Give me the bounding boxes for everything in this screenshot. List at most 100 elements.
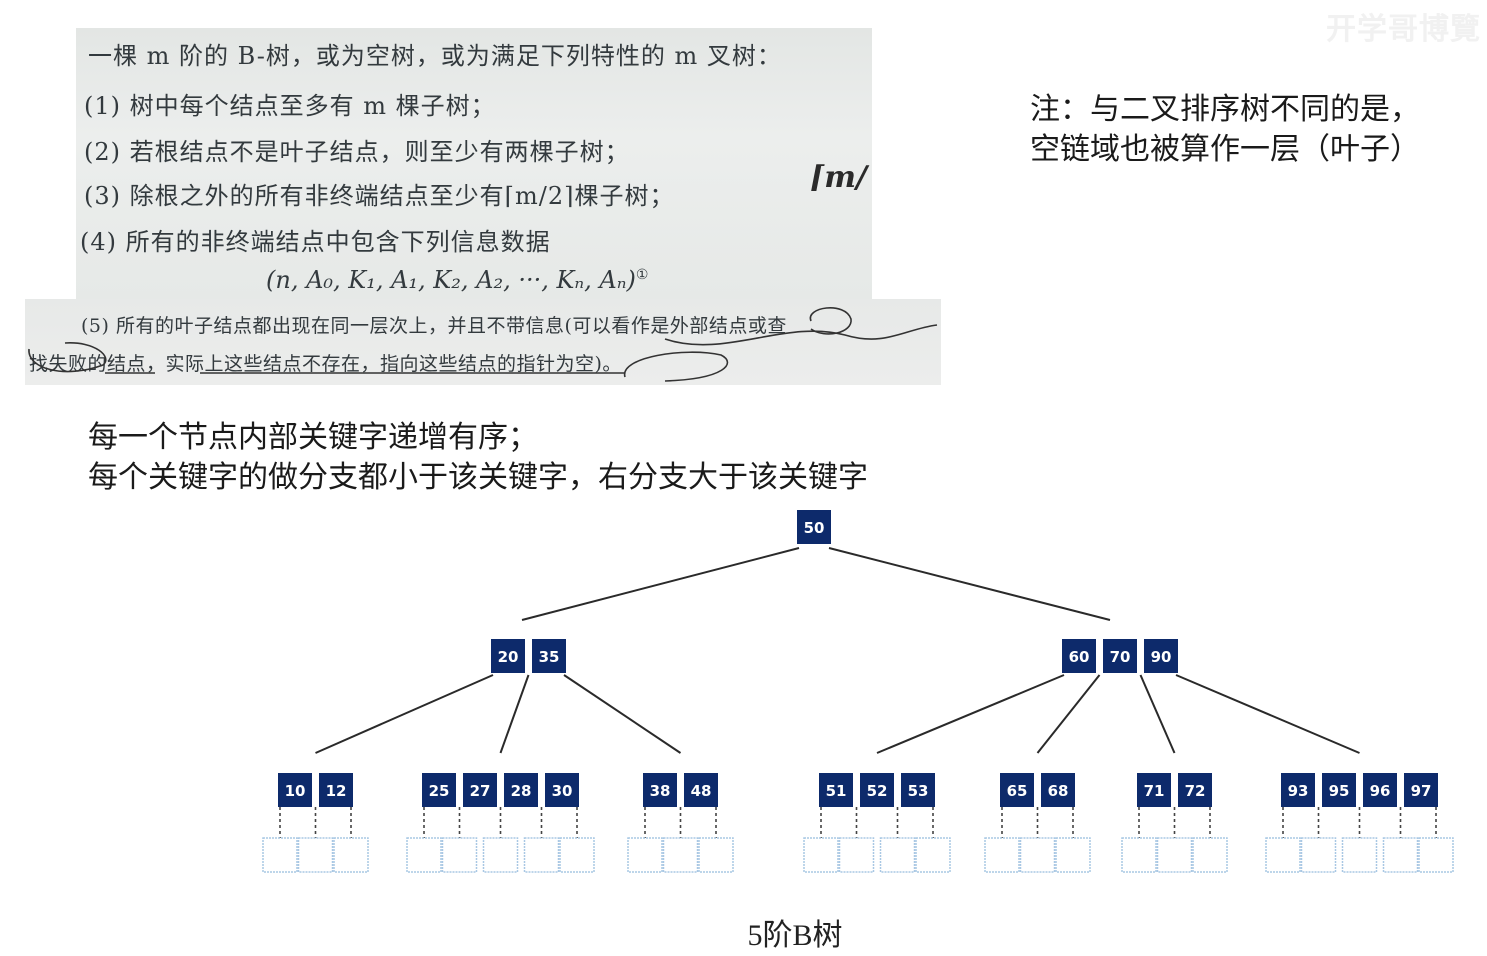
root-key-box [797, 510, 831, 544]
note-right-line1: 注：与二叉排序树不同的是， [1030, 92, 1420, 127]
handwritten-annotation: ⌈m/ [810, 160, 867, 195]
leaf-key-box [819, 773, 853, 807]
internal-key-box [532, 639, 566, 673]
empty-leaf-node [406, 837, 442, 873]
empty-leaf-node [627, 837, 663, 873]
empty-leaf-node [523, 837, 560, 873]
leaf-key: 93 [1288, 782, 1309, 800]
book-formula: (n, A₀, K₁, A₁, K₂, A₂, ···, Kₙ, Aₙ)① [266, 266, 648, 294]
diagram-caption: 5阶B树 [747, 919, 843, 952]
note-left-line1: 每一个节点内部关键字递增有序； [88, 420, 538, 455]
leaf-key-box [1404, 773, 1438, 807]
root-key: 50 [804, 519, 825, 537]
empty-leaf-node [262, 837, 298, 873]
empty-leaf-node [915, 837, 951, 873]
note-right-line2: 空链域也被算作一层（叶子） [1030, 132, 1420, 167]
leaf-key-box [860, 773, 894, 807]
leaf-key: 25 [429, 782, 450, 800]
empty-leaf-node [333, 837, 369, 873]
book-item-5-line1: (5) 所有的叶子结点都出现在同一层次上，并且不带信息(可以看作是外部结点或查 [81, 315, 787, 337]
leaf-key: 52 [867, 782, 888, 800]
tree-edge [1139, 674, 1176, 754]
leaf-key-box [1322, 773, 1356, 807]
internal-key: 20 [498, 648, 519, 666]
leaf-key: 28 [511, 782, 532, 800]
note-left-line2: 每个关键字的做分支都小于该关键字，右分支大于该关键字 [88, 460, 868, 495]
textbook-excerpt-bottom: (5) 所有的叶子结点都出现在同一层次上，并且不带信息(可以看作是外部结点或查 … [25, 299, 941, 385]
empty-leaf-node [1265, 837, 1301, 873]
leaf-key-box [684, 773, 718, 807]
note-right: 注：与二叉排序树不同的是， 空链域也被算作一层（叶子） [1030, 90, 1420, 170]
tree-edge [499, 674, 530, 754]
leaf-key-box [1281, 773, 1315, 807]
internal-key-box [491, 639, 525, 673]
leaf-key: 10 [285, 782, 306, 800]
leaf-key-box [278, 773, 312, 807]
empty-leaf-node [1382, 837, 1419, 873]
leaf-key: 65 [1007, 782, 1028, 800]
tree-edge [315, 674, 494, 754]
book-item-3: (3) 除根之外的所有非终端结点至少有⌈m/2⌉棵子树； [84, 182, 675, 210]
book-item-4: (4) 所有的非终端结点中包含下列信息数据 [80, 228, 551, 256]
leaf-key-box [1137, 773, 1171, 807]
book-item-2: (2) 若根结点不是叶子结点，则至少有两棵子树； [84, 138, 630, 166]
tree-edge [563, 674, 682, 754]
empty-leaf-node [1156, 837, 1193, 873]
formula-footnote: ① [635, 267, 649, 283]
internal-key-box [1103, 639, 1137, 673]
leaf-key: 38 [650, 782, 671, 800]
handwritten-marks [28, 307, 938, 382]
leaf-key-box [643, 773, 677, 807]
empty-leaf-node [1418, 837, 1454, 873]
empty-leaf-node [482, 837, 519, 873]
book-item-5-line2: 找失败的结点，实际上这些结点不存在，指向这些结点的指针为空)。 [29, 353, 622, 375]
leaf-key: 30 [552, 782, 573, 800]
leaf-key: 72 [1185, 782, 1206, 800]
leaf-key-box [1178, 773, 1212, 807]
leaf-key-box [545, 773, 579, 807]
tree-edge [1036, 674, 1101, 754]
empty-leaf-node [698, 837, 734, 873]
empty-leaf-node [297, 837, 334, 873]
leaf-key: 95 [1329, 782, 1350, 800]
leaf-key-box [319, 773, 353, 807]
leaf-key: 48 [691, 782, 712, 800]
internal-key: 90 [1151, 648, 1172, 666]
tree-edge [876, 674, 1065, 754]
empty-leaf-node [559, 837, 595, 873]
tree-edge [521, 547, 800, 621]
empty-leaf-node [879, 837, 916, 873]
internal-key: 60 [1069, 648, 1090, 666]
leaf-key-box [901, 773, 935, 807]
leaf-key-box [1041, 773, 1075, 807]
leaf-key: 71 [1144, 782, 1165, 800]
leaf-key: 97 [1411, 782, 1432, 800]
leaf-key: 12 [326, 782, 347, 800]
leaf-key: 27 [470, 782, 491, 800]
leaf-key: 53 [908, 782, 929, 800]
empty-leaf-node [662, 837, 699, 873]
empty-leaf-node [1341, 837, 1378, 873]
tree-edge [1175, 674, 1360, 754]
internal-key-box [1144, 639, 1178, 673]
leaf-key-box [1363, 773, 1397, 807]
empty-leaf-node [1055, 837, 1091, 873]
textbook-excerpt-top: 一棵 m 阶的 B-树，或为空树，或为满足下列特性的 m 叉树： (1) 树中每… [76, 28, 872, 300]
watermark: 开学哥博覽 [1326, 12, 1481, 47]
leaf-key-box [422, 773, 456, 807]
empty-leaf-node [441, 837, 478, 873]
formula-text: (n, A₀, K₁, A₁, K₂, A₂, ···, Kₙ, Aₙ) [266, 266, 636, 294]
internal-key: 35 [539, 648, 560, 666]
empty-leaf-node [984, 837, 1020, 873]
empty-leaf-node [1300, 837, 1337, 873]
leaf-key-box [1000, 773, 1034, 807]
leaf-key-box [463, 773, 497, 807]
leaf-key: 96 [1370, 782, 1391, 800]
book-intro: 一棵 m 阶的 B-树，或为空树，或为满足下列特性的 m 叉树： [88, 42, 782, 70]
book-item-1: (1) 树中每个结点至多有 m 棵子树； [84, 92, 496, 120]
empty-leaf-node [1192, 837, 1228, 873]
leaf-key: 51 [826, 782, 847, 800]
empty-leaf-node [803, 837, 839, 873]
empty-leaf-node [1019, 837, 1056, 873]
